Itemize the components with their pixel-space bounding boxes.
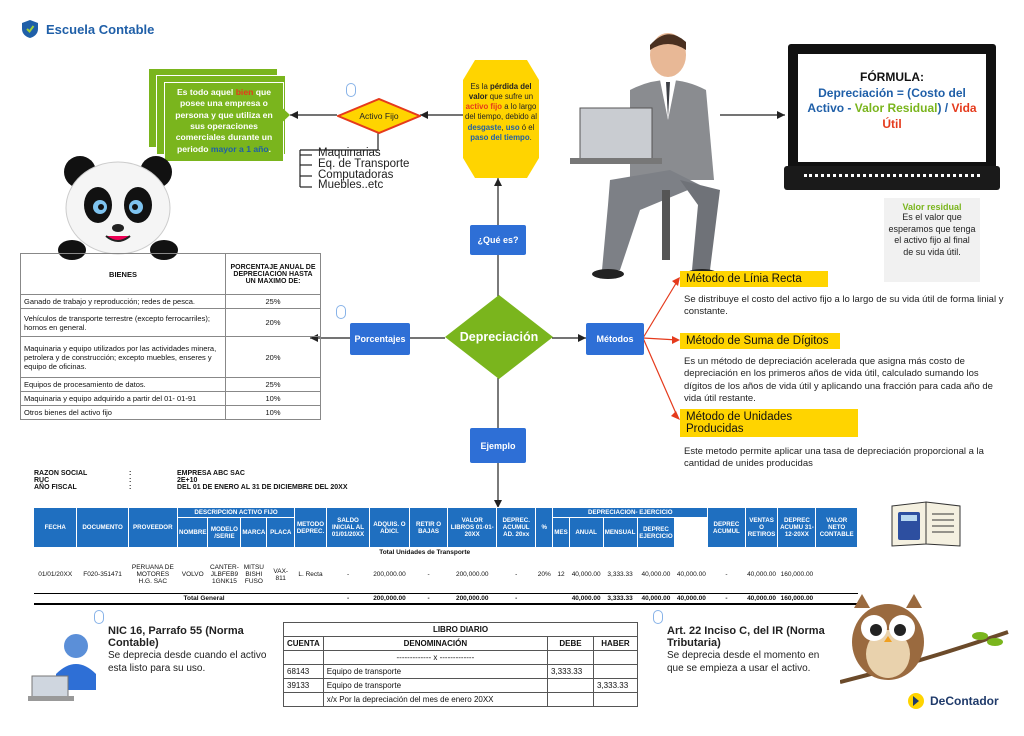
art-note: Art. 22 Inciso C, del IR (Norma Tributar… xyxy=(667,625,837,675)
metodo-2: Método de Suma de Dígitos Es un método d… xyxy=(680,331,1006,405)
activo-fijo-definition: Es todo aquel bien que posee una empresa… xyxy=(164,82,284,162)
metodo-1: Método de Línia Recta Se distribuye el c… xyxy=(680,269,1006,319)
formula-text: Depreciación = (Costo del Activo - Valor… xyxy=(807,85,977,131)
keyboard xyxy=(784,166,1000,190)
metodo-2-desc: Es un método de depreciación acelerada q… xyxy=(684,356,993,405)
art-body: Se deprecia desde el momento en que se e… xyxy=(667,650,820,674)
depreciacion-label: Depreciación xyxy=(459,330,539,344)
table-row: Equipos de procesamiento de datos.25% xyxy=(20,377,321,392)
nic-body: Se deprecia desde cuando el activo esta … xyxy=(108,650,267,674)
activo-fijo-node: Activo Fijo xyxy=(337,98,421,134)
activo-fijo-examples: Maquinarias Eq. de Transporte Computador… xyxy=(318,147,410,192)
mouse-icon xyxy=(346,83,356,97)
table-header-row: BIENES PORCENTAJE ANUAL DE DEPRECIACIÓN … xyxy=(20,253,321,295)
que-es-box: ¿Qué es? xyxy=(470,225,526,255)
example-item: Eq. de Transporte xyxy=(318,157,410,170)
depreciacion-node: Depreciación xyxy=(445,295,553,379)
formula-screen: FÓRMULA: Depreciación = (Costo del Activ… xyxy=(798,54,986,162)
table-row: Ganado de trabajo y reproducción; redes … xyxy=(20,294,321,309)
formula-title: FÓRMULA: xyxy=(860,70,924,84)
nic-note: NIC 16, Parrafo 55 (Norma Contable) Se d… xyxy=(108,625,278,675)
column-header: PORCENTAJE ANUAL DE DEPRECIACIÓN HASTA U… xyxy=(225,253,321,295)
valor-residual-body: Es el valor que esperamos que tenga el a… xyxy=(888,212,976,258)
empresa-info: RAZON SOCIAL:EMPRESA ABC SAC RUC:2E+10 A… xyxy=(34,470,348,491)
libro-title: LIBRO DIARIO xyxy=(283,622,638,637)
art-title: Art. 22 Inciso C, del IR (Norma Tributar… xyxy=(667,625,825,649)
metodo-3-desc: Este metodo permite aplicar una tasa de … xyxy=(684,446,984,470)
example-item: Muebles..etc xyxy=(318,179,384,192)
valor-residual-card: Valor residual Es el valor que esperamos… xyxy=(884,198,980,282)
table-row: Maquinaria y equipo adquirido a partir d… xyxy=(20,391,321,406)
ejemplo-box: Ejemplo xyxy=(470,428,526,463)
libro-diario-table: LIBRO DIARIO CUENTA DENOMINACIÓN DEBE HA… xyxy=(283,622,638,707)
mouse-icon xyxy=(336,305,346,319)
owl-illustration xyxy=(840,594,1009,684)
definicion-text: Es la pérdida del valor que sufre un act… xyxy=(465,82,537,142)
example-item: Maquinarias xyxy=(318,147,381,159)
decontador-name: DeContador xyxy=(930,694,999,708)
decontador-logo-icon xyxy=(908,693,924,709)
detalle-table: FECHA DOCUMENTO PROVEEDOR DESCRIPCION AC… xyxy=(32,507,858,605)
metodo-3-title: Método de Unidades Producidas xyxy=(680,409,858,437)
businessman-illustration xyxy=(570,33,720,279)
table-row: Vehículos de transporte terrestre (excep… xyxy=(20,308,321,337)
metodo-1-desc: Se distribuye el costo del activo fijo a… xyxy=(684,294,1004,318)
metodo-3: Método de Unidades Producidas Este metod… xyxy=(680,409,1006,471)
example-item: Computadoras xyxy=(318,168,394,181)
shield-icon xyxy=(22,20,38,38)
mouse-icon xyxy=(94,610,104,624)
person-laptop-icon xyxy=(28,634,96,701)
decontador-brand: DeContador xyxy=(907,692,999,710)
metodo-1-title: Método de Línia Recta xyxy=(680,271,828,287)
definicion-node: Es la pérdida del valor que sufre un act… xyxy=(463,60,539,178)
valor-residual-title: Valor residual xyxy=(902,202,962,212)
green-pointer xyxy=(276,102,290,128)
book-calculator-icon xyxy=(891,501,961,547)
porcentajes-box: Porcentajes xyxy=(350,323,410,355)
brand: Escuela Contable xyxy=(22,20,154,38)
metodo-2-title: Método de Suma de Dígitos xyxy=(680,333,840,349)
nic-title: NIC 16, Parrafo 55 (Norma Contable) xyxy=(108,625,244,649)
panda-illustration xyxy=(58,156,178,260)
metodos-box: Métodos xyxy=(586,323,644,355)
column-header: BIENES xyxy=(20,253,226,295)
porcentajes-table: BIENES PORCENTAJE ANUAL DE DEPRECIACIÓN … xyxy=(20,253,321,420)
total-row: Total General - 200,000.00 - 200,000.00 … xyxy=(33,593,858,604)
brand-name: Escuela Contable xyxy=(46,21,155,37)
formula-monitor: FÓRMULA: Depreciación = (Costo del Activ… xyxy=(788,44,996,172)
table-row: Maquinaria y equipo utilizados por las a… xyxy=(20,336,321,378)
mouse-icon xyxy=(653,610,663,624)
activo-fijo-label: Activo Fijo xyxy=(359,111,399,121)
